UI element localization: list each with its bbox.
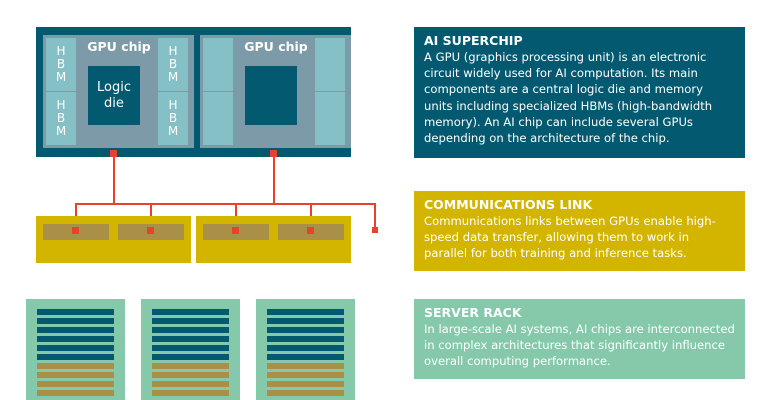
rack-unit-storage: [152, 390, 229, 396]
connector-node: [270, 150, 277, 157]
panel-server-rack: SERVER RACK In large-scale AI systems, A…: [414, 299, 745, 379]
connector-node: [110, 150, 117, 157]
rack-unit-storage: [267, 363, 344, 369]
rack-unit-compute: [267, 336, 344, 342]
panel-communications-link: COMMUNICATIONS LINK Communications links…: [414, 191, 745, 271]
rack-unit-compute: [37, 318, 114, 324]
link-card-1: [36, 216, 191, 263]
hbm-module: [315, 38, 345, 91]
rack-unit-compute: [152, 336, 229, 342]
hbm-module: H B M: [46, 38, 76, 91]
rack-unit-storage: [267, 390, 344, 396]
hbm-module: H B M: [158, 92, 188, 145]
rack-unit-storage: [152, 381, 229, 387]
panel-title: COMMUNICATIONS LINK: [424, 197, 593, 212]
rack-unit-storage: [37, 363, 114, 369]
rack-unit-storage: [152, 372, 229, 378]
ai-superchip-board: H B M H B M H B M H B M GPU chip Logic d…: [36, 27, 351, 157]
connector-node: [72, 227, 79, 234]
server-rack-2: [141, 299, 240, 400]
gpu-chip-label: GPU chip: [244, 39, 308, 54]
rack-unit-compute: [152, 309, 229, 315]
connector-node: [307, 227, 314, 234]
panel-text: Communications links between GPUs enable…: [424, 214, 716, 261]
rack-unit-compute: [37, 336, 114, 342]
hbm-module: [203, 92, 233, 145]
rack-unit-storage: [37, 390, 114, 396]
rack-unit-compute: [37, 354, 114, 360]
logic-die: [245, 66, 297, 125]
link-line: [113, 157, 115, 204]
hbm-module: [315, 92, 345, 145]
rack-unit-compute: [37, 345, 114, 351]
rack-unit-compute: [152, 318, 229, 324]
link-bus: [75, 203, 376, 205]
server-rack-3: [256, 299, 355, 400]
rack-unit-storage: [37, 381, 114, 387]
hbm-module: H B M: [158, 38, 188, 91]
rack-unit-compute: [152, 345, 229, 351]
rack-unit-compute: [267, 345, 344, 351]
panel-title: AI SUPERCHIP: [424, 33, 523, 48]
link-card-2: [196, 216, 351, 263]
panel-title: SERVER RACK: [424, 305, 522, 320]
rack-unit-storage: [152, 363, 229, 369]
rack-unit-compute: [267, 309, 344, 315]
rack-unit-compute: [37, 309, 114, 315]
rack-unit-compute: [37, 327, 114, 333]
gpu-chip-label: GPU chip: [87, 39, 151, 54]
link-line: [374, 203, 376, 229]
rack-unit-storage: [37, 372, 114, 378]
rack-unit-storage: [267, 372, 344, 378]
panel-text: A GPU (graphics processing unit) is an e…: [424, 50, 713, 146]
connector-node: [372, 227, 378, 233]
rack-unit-compute: [267, 327, 344, 333]
rack-unit-compute: [152, 354, 229, 360]
hbm-module: H B M: [46, 92, 76, 145]
hbm-module: [203, 38, 233, 91]
logic-die: Logic die: [88, 66, 140, 125]
rack-unit-storage: [267, 381, 344, 387]
gpu-chip-2: GPU chip: [200, 35, 351, 148]
rack-unit-compute: [267, 318, 344, 324]
rack-unit-compute: [152, 327, 229, 333]
panel-ai-superchip: AI SUPERCHIP A GPU (graphics processing …: [414, 27, 745, 158]
panel-text: In large-scale AI systems, AI chips are …: [424, 322, 735, 369]
link-line: [273, 157, 275, 204]
server-rack-1: [26, 299, 125, 400]
gpu-chip-1: H B M H B M H B M H B M GPU chip Logic d…: [43, 35, 194, 148]
rack-unit-compute: [267, 354, 344, 360]
connector-node: [147, 227, 154, 234]
connector-node: [232, 227, 239, 234]
